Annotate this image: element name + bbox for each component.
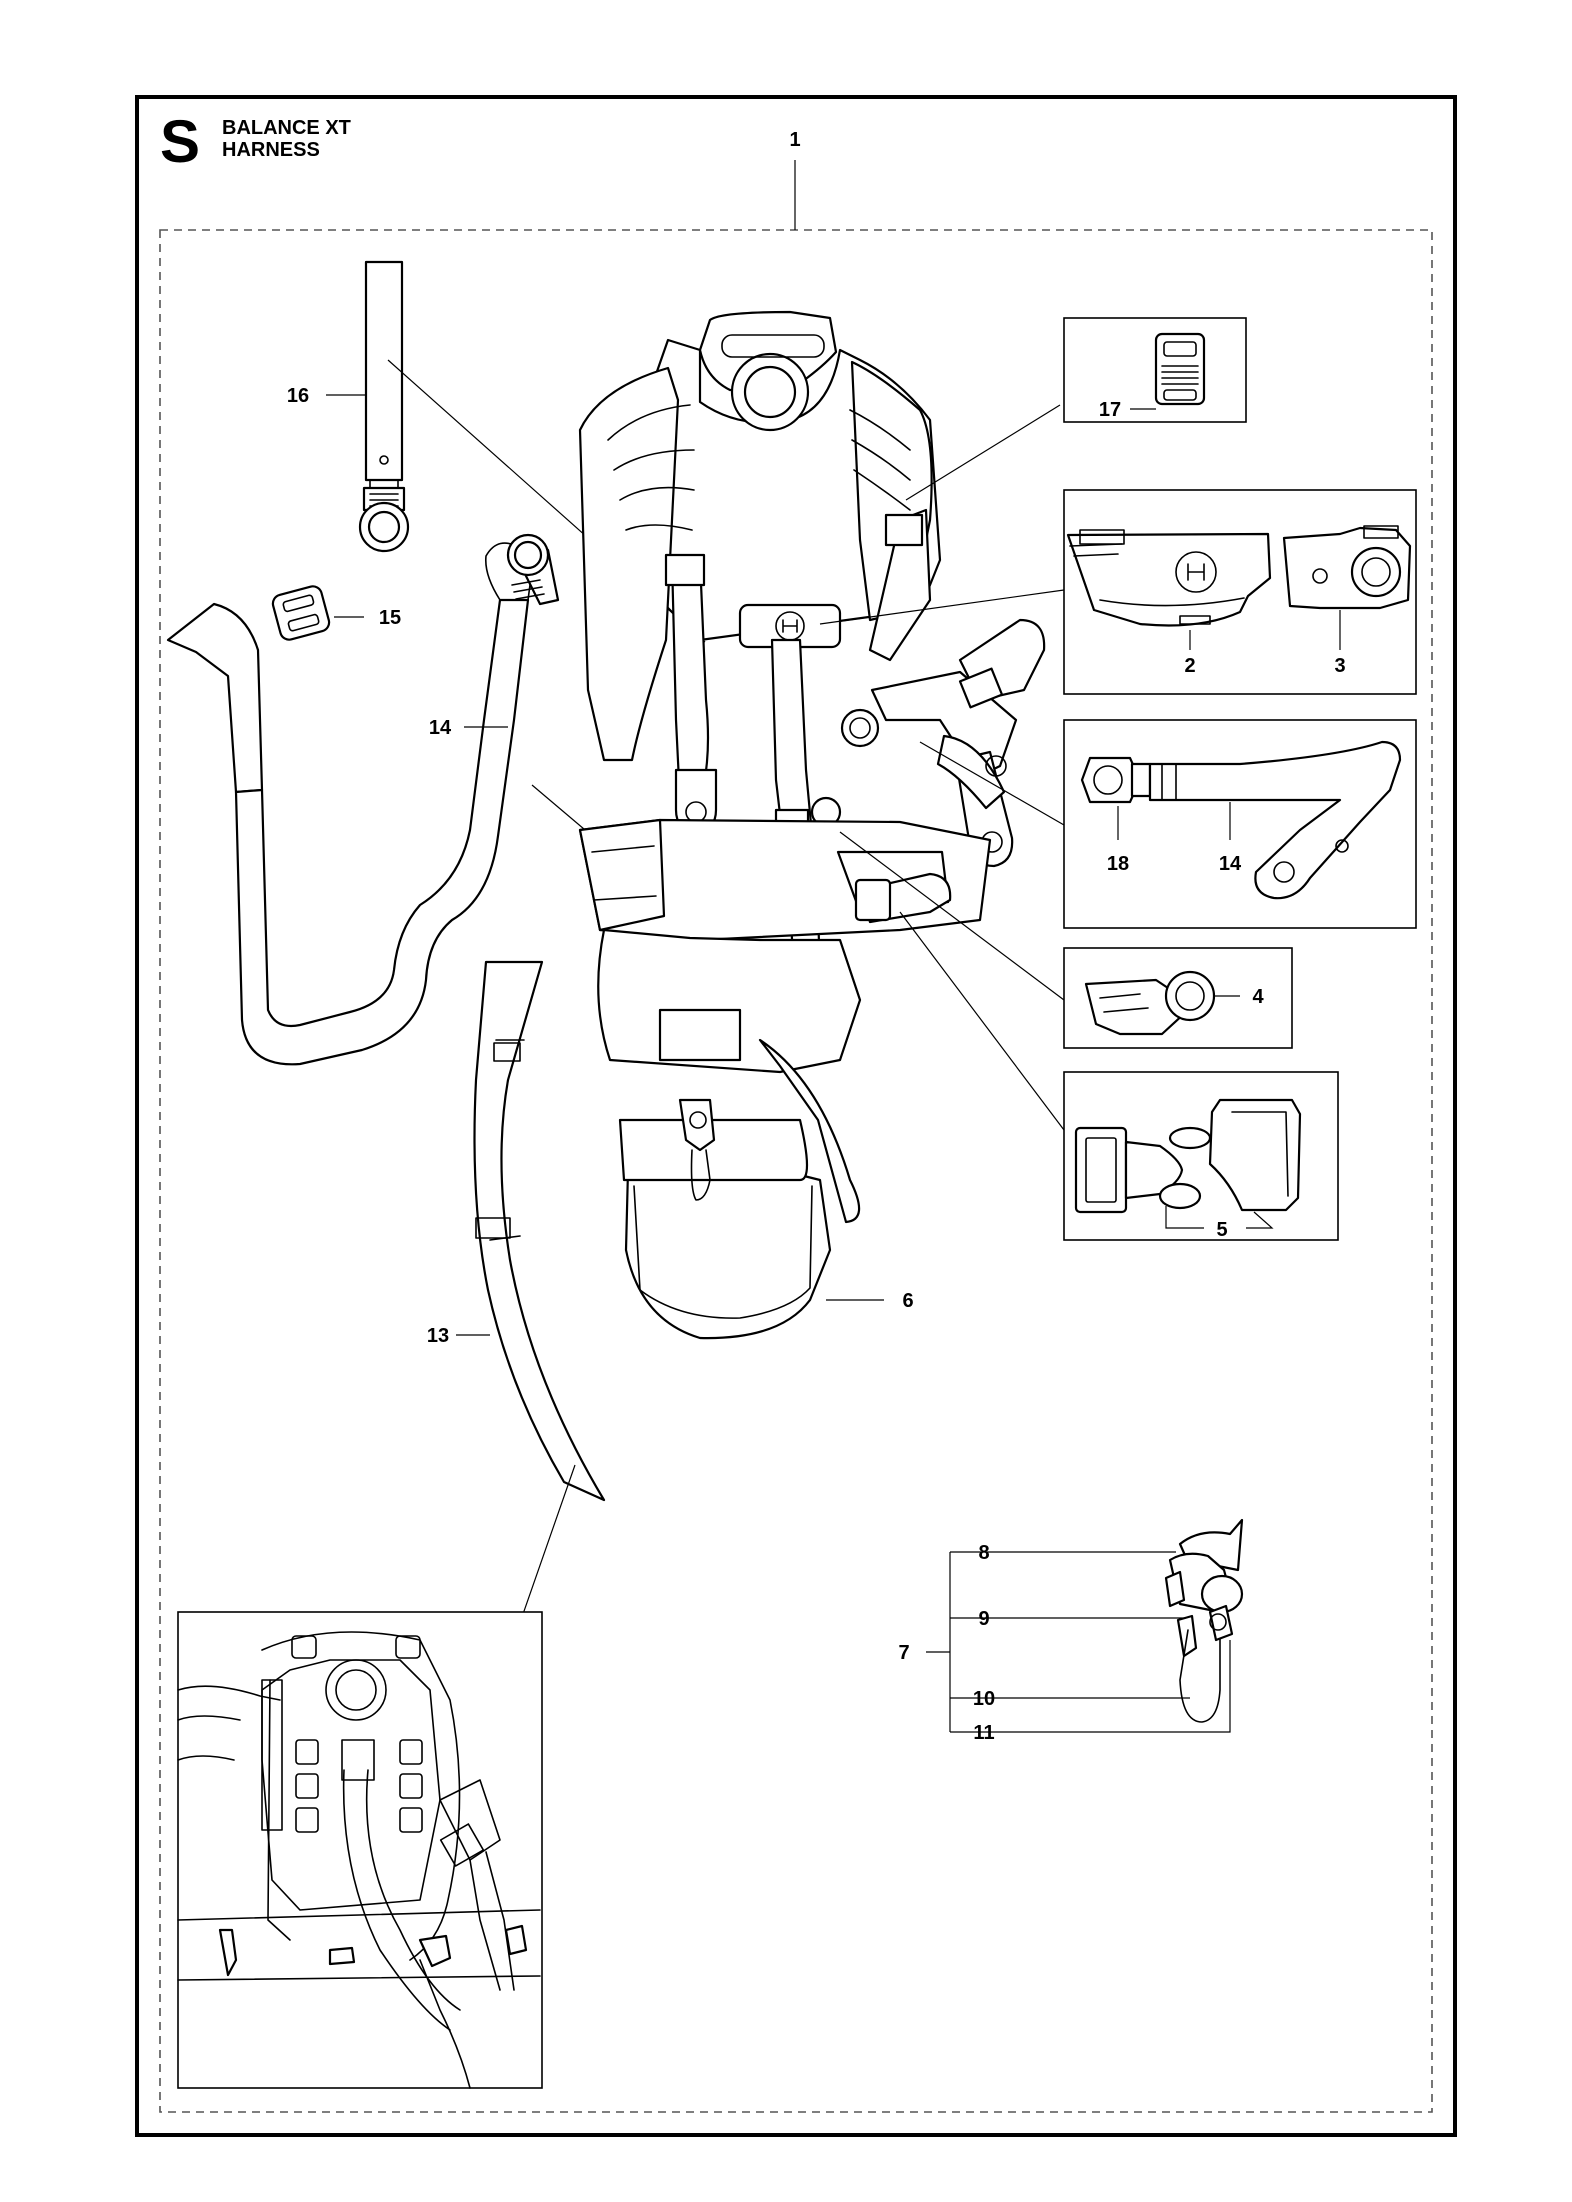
callout-16: 16 <box>287 385 309 407</box>
part-2-chest-plate <box>1066 529 1272 627</box>
part-15-buckle <box>271 585 331 641</box>
part-5-buckle <box>1074 1098 1302 1214</box>
section-letter: S <box>160 108 201 175</box>
callout-9: 9 <box>978 1608 989 1630</box>
callout-7: 7 <box>898 1642 909 1664</box>
assembly-boundary <box>159 229 1433 2113</box>
part-4-mount <box>1084 970 1216 1036</box>
title-line-1: BALANCE XT <box>222 117 351 139</box>
callout-13: 13 <box>427 1325 449 1347</box>
callout-5: 5 <box>1216 1219 1227 1241</box>
callout-3: 3 <box>1334 655 1345 677</box>
callout-2: 2 <box>1184 655 1195 677</box>
part-14-strap-left <box>506 533 560 606</box>
part-3-side-plate <box>1282 525 1412 610</box>
callout-6: 6 <box>902 1290 913 1312</box>
title-line-2: HARNESS <box>222 139 320 161</box>
leader-5 <box>899 911 1065 1131</box>
diagram-title: BALANCE XT HARNESS <box>222 117 351 161</box>
part-18-buckle <box>1080 756 1152 804</box>
leader-17 <box>905 404 1061 501</box>
callout-14-left: 14 <box>429 717 452 739</box>
diagram-frame <box>135 95 1457 2137</box>
detail-inset <box>177 1611 543 2089</box>
callout-14-right: 14 <box>1219 853 1242 875</box>
leader-2-3 <box>819 589 1065 625</box>
callout-4: 4 <box>1252 986 1264 1008</box>
part-16-strap <box>358 260 410 553</box>
part-17-buckle <box>1154 332 1206 406</box>
part-13-belt-strip <box>473 960 606 1502</box>
callout-8: 8 <box>978 1542 989 1564</box>
callout-1: 1 <box>789 129 800 151</box>
callout-18: 18 <box>1107 853 1129 875</box>
leader-14-18 <box>919 741 1065 826</box>
part-14-strap-box <box>1148 740 1402 900</box>
callout-15: 15 <box>379 607 401 629</box>
main-harness <box>578 310 1046 1340</box>
callout-17: 17 <box>1099 399 1121 421</box>
callout-11: 11 <box>973 1722 994 1744</box>
part-7-hook <box>1164 1518 1244 1723</box>
part-padded-tube <box>166 542 532 1066</box>
detail-inset-drawing <box>177 1631 541 2089</box>
leader-4 <box>839 831 1065 1001</box>
callout-10: 10 <box>973 1688 995 1710</box>
